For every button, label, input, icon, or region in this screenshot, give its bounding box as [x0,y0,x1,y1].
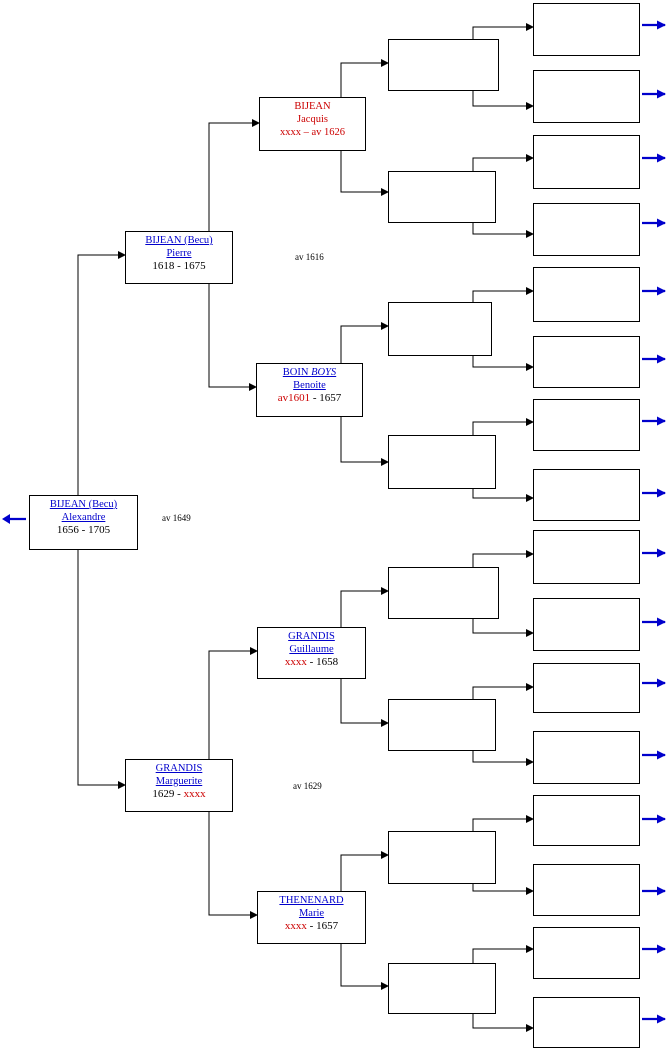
person-gen5-16 [533,997,640,1048]
mother-death: xxxx [183,788,206,800]
person-gen5-2 [533,70,640,123]
ff-dates: xxxx – av 1626 [279,127,346,138]
person-gen5-13 [533,795,640,846]
root-name-link[interactable]: BIJEAN (Becu) [49,499,118,510]
connector-g4-4-up [472,418,534,435]
fm-death: - 1657 [312,392,342,404]
connector-mother-mm [208,812,258,919]
mm-birth: xxxx [284,920,307,932]
back-arrow-icon[interactable] [2,512,28,526]
connector-g4-6-up [472,683,534,699]
person-gen5-8 [533,469,640,521]
person-paternal-grandmother: BOIN BOYS Benoite av1601 - 1657 [256,363,363,417]
mf-death: - 1658 [309,656,339,668]
father-first-link[interactable]: Pierre [166,248,192,259]
person-gen5-4 [533,203,640,256]
connector-fm-up [340,322,389,363]
connector-g4-6-down [472,751,534,766]
connector-mm-up [340,851,389,891]
connector-ff-up [340,59,389,97]
mf-first-link[interactable]: Guillaume [289,644,334,655]
marriage-note-root: av 1649 [162,513,191,523]
person-gen5-10 [533,598,640,651]
connector-g4-1-down [472,91,534,110]
connector-mf-up [340,587,389,627]
person-gen5-5 [533,267,640,322]
person-gen5-7 [533,399,640,451]
person-paternal-grandfather: BIJEAN Jacquis xxxx – av 1626 [259,97,366,151]
mother-name-link[interactable]: GRANDIS [155,763,203,774]
mm-name-link[interactable]: THENENARD [279,895,344,906]
connector-g4-3-up [472,287,534,302]
person-gen4-4 [388,435,496,489]
person-gen5-15 [533,927,640,979]
person-father: BIJEAN (Becu) Pierre 1618 - 1675 [125,231,233,284]
connector-g4-2-up [472,154,534,171]
connector-g4-3-down [472,356,534,371]
connector-mother-mf [208,647,258,759]
connector-g4-8-down [472,1014,534,1032]
fm-first-link[interactable]: Benoite [293,380,326,391]
person-gen5-14 [533,864,640,916]
connector-father-fm [208,284,257,391]
connector-g4-7-up [472,815,534,831]
person-root: BIJEAN (Becu) Alexandre 1656 - 1705 [29,495,138,550]
person-gen4-7 [388,831,496,884]
mf-birth: xxxx [284,656,307,668]
connector-ff-down [340,151,389,196]
person-maternal-grandfather: GRANDIS Guillaume xxxx - 1658 [257,627,366,679]
ff-first: Jacquis [297,114,328,125]
mm-first-link[interactable]: Marie [298,908,325,919]
person-maternal-grandmother: THENENARD Marie xxxx - 1657 [257,891,366,944]
connector-g4-8-up [472,945,534,963]
person-gen5-3 [533,135,640,189]
person-gen4-5 [388,567,499,619]
connector-root-mother [77,550,126,789]
connector-mm-down [340,944,389,990]
father-dates: 1618 - 1675 [152,260,206,272]
connector-father-ff [208,119,260,231]
connector-fm-down [340,417,389,466]
fm-birth: av1601 [277,392,311,404]
connector-g4-2-down [472,223,534,238]
connector-g4-1-up [472,23,534,39]
father-name-link[interactable]: BIJEAN (Becu) [145,235,213,246]
root-dates: 1656 - 1705 [56,524,111,536]
connector-g4-5-down [472,619,534,637]
connector-root-father [77,251,126,495]
mother-first-link[interactable]: Marguerite [155,776,203,787]
person-gen5-12 [533,731,640,784]
connector-g4-4-down [472,489,534,502]
person-gen4-6 [388,699,496,751]
connector-mf-down [340,679,389,727]
marriage-note-mother: av 1629 [293,781,322,791]
person-gen5-11 [533,663,640,713]
connector-g4-7-down [472,884,534,895]
mm-death: - 1657 [309,920,339,932]
person-gen4-2 [388,171,496,223]
person-mother: GRANDIS Marguerite 1629 - xxxx [125,759,233,812]
fm-name-link[interactable]: BOIN BOYS [282,367,337,378]
person-gen4-8 [388,963,496,1014]
person-gen4-3 [388,302,492,356]
person-gen5-9 [533,530,640,584]
ff-name: BIJEAN [294,101,331,112]
marriage-note-father: av 1616 [295,252,324,262]
connector-g4-5-up [472,550,534,567]
person-gen4-1 [388,39,499,91]
person-gen5-6 [533,336,640,388]
root-first-link[interactable]: Alexandre [61,512,106,523]
person-gen5-1 [533,3,640,56]
mother-birth: 1629 - [152,788,181,800]
mf-name-link[interactable]: GRANDIS [288,631,335,642]
